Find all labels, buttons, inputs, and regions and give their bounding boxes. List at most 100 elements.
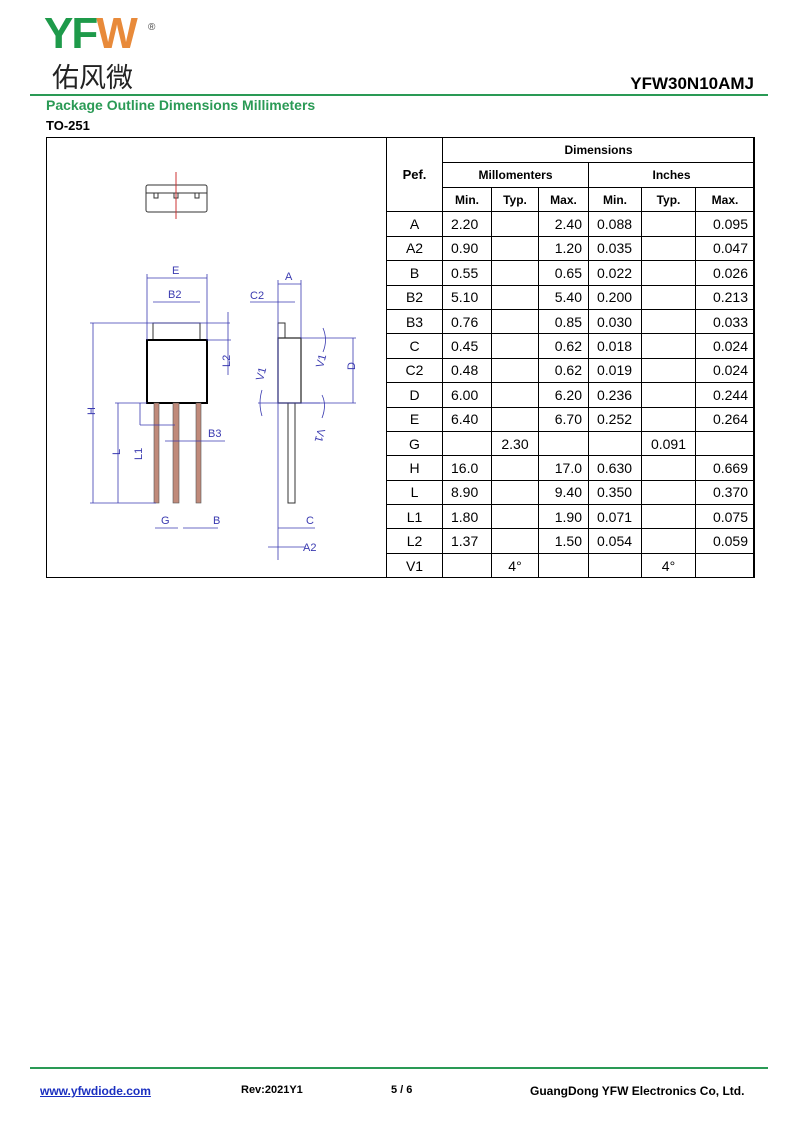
value-cell [491, 382, 539, 408]
value-cell: 0.370 [695, 479, 755, 506]
value-cell [641, 455, 696, 481]
company-logo: YFW ® 佑风微 [44, 9, 164, 94]
value-cell: 0.088 [588, 211, 642, 237]
value-cell: 0.071 [588, 504, 642, 530]
value-cell: 0.669 [695, 455, 755, 481]
website-link[interactable]: www.yfwdiode.com [40, 1084, 151, 1098]
value-cell: 0.033 [695, 308, 755, 335]
value-cell: 1.50 [538, 528, 589, 554]
ref-cell: L1 [386, 504, 443, 530]
label-A: A [285, 271, 293, 283]
label-G: G [161, 515, 170, 527]
value-cell: 0.035 [588, 235, 642, 262]
value-cell [442, 552, 492, 579]
value-cell [695, 552, 755, 579]
value-cell [641, 284, 696, 310]
value-cell: 0.054 [588, 528, 642, 554]
dimensions-header: Dimensions [442, 137, 755, 163]
value-cell: 0.244 [695, 382, 755, 408]
value-cell: 0.075 [695, 504, 755, 530]
value-cell: 0.030 [588, 308, 642, 335]
ref-cell: B2 [386, 284, 443, 310]
footer-website[interactable]: www.yfwdiode.com [40, 1084, 151, 1098]
ref-cell: A [386, 211, 443, 237]
ref-cell: E [386, 406, 443, 432]
ref-cell: H [386, 455, 443, 481]
ref-cell: L2 [386, 528, 443, 554]
logo-latin: YFW [44, 9, 138, 58]
ref-header: Pef. [386, 136, 443, 213]
value-cell [491, 455, 539, 481]
value-cell: 0.018 [588, 333, 642, 359]
label-V1-left: V1 [254, 366, 269, 382]
value-cell [641, 333, 696, 359]
value-cell: 0.059 [695, 528, 755, 554]
value-cell: 1.37 [442, 528, 492, 554]
value-cell [491, 528, 539, 554]
ref-cell: C2 [386, 357, 443, 384]
ref-cell: D [386, 382, 443, 408]
value-cell: 8.90 [442, 479, 492, 506]
value-cell [491, 235, 539, 262]
value-cell: 0.48 [442, 357, 492, 384]
value-cell [641, 357, 696, 384]
value-cell: 4° [641, 552, 696, 579]
footer-company: GuangDong YFW Electronics Co, Ltd. [530, 1084, 745, 1098]
value-cell [491, 333, 539, 359]
value-cell: 16.0 [442, 455, 492, 481]
ref-cell: B3 [386, 308, 443, 335]
value-cell: 6.40 [442, 406, 492, 432]
label-E: E [172, 265, 179, 277]
value-cell: 0.236 [588, 382, 642, 408]
value-cell: 0.047 [695, 235, 755, 262]
dimension-labels: E B2 H L L1 L2 B3 G B A C2 V1 V1 V1 D C … [86, 265, 358, 554]
value-cell: 0.200 [588, 284, 642, 310]
label-C: C [306, 515, 314, 527]
label-B2: B2 [168, 289, 181, 301]
front-view [146, 322, 208, 504]
value-cell: 17.0 [538, 455, 589, 481]
value-cell: 0.024 [695, 357, 755, 384]
logo-chinese: 佑风微 [52, 63, 133, 94]
footer-page: 5 / 6 [391, 1084, 413, 1096]
value-cell [491, 260, 539, 286]
value-cell: 0.62 [538, 357, 589, 384]
part-number: YFW30N10AMJ [630, 74, 754, 93]
value-cell [641, 308, 696, 335]
value-cell: 0.019 [588, 357, 642, 384]
ref-cell: L [386, 479, 443, 506]
value-cell [491, 284, 539, 310]
value-cell: 0.264 [695, 406, 755, 432]
value-cell: 1.80 [442, 504, 492, 530]
registered-mark: ® [148, 22, 156, 33]
sub-header: Min. [442, 186, 492, 213]
value-cell: 5.40 [538, 284, 589, 310]
value-cell: 6.00 [442, 382, 492, 408]
dimension-lines [90, 274, 356, 560]
value-cell: 0.091 [641, 430, 696, 457]
value-cell: 2.30 [491, 430, 539, 457]
header-divider [30, 94, 768, 96]
inch-header: Inches [588, 162, 755, 188]
label-D: D [346, 362, 358, 370]
value-cell: 6.70 [538, 406, 589, 432]
label-A2: A2 [303, 542, 316, 554]
section-title: Package Outline Dimensions Millimeters [46, 97, 316, 113]
value-cell: 0.90 [442, 235, 492, 262]
label-B: B [213, 515, 220, 527]
ref-cell: A2 [386, 235, 443, 262]
ref-cell: C [386, 333, 443, 359]
value-cell: 0.024 [695, 333, 755, 359]
